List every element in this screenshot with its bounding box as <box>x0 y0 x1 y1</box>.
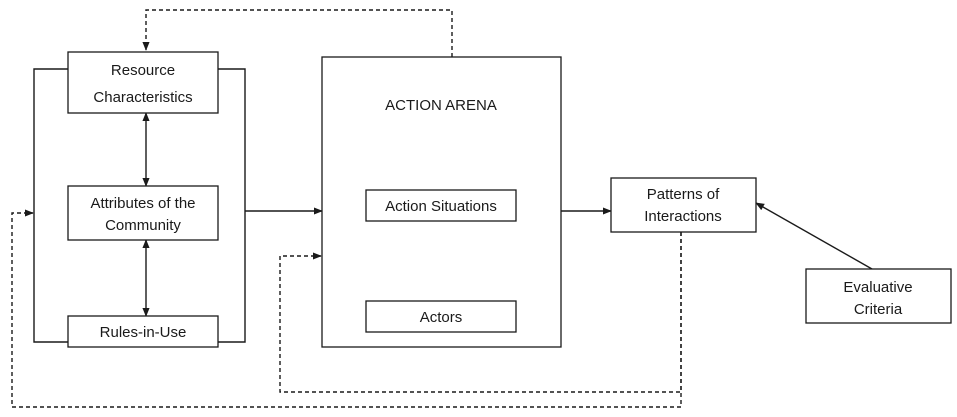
actors-label: Actors <box>420 309 463 326</box>
patterns-interactions-box <box>610 177 757 233</box>
rules-in-use-node: Rules-in-Use <box>67 315 219 348</box>
bracket-right <box>218 68 246 343</box>
feedback-patterns-to-arena <box>279 232 682 393</box>
resource-characteristics-box <box>67 51 219 114</box>
action-arena-node: ACTION ARENA Action Situations Actors <box>321 56 562 348</box>
bracket-left <box>33 68 68 343</box>
arrow-criteria-to-patterns <box>755 202 873 270</box>
attributes-community-label-line1: Attributes of the <box>90 195 195 212</box>
evaluative-criteria-node: Evaluative Criteria <box>805 268 952 324</box>
action-situations-label: Action Situations <box>385 198 497 215</box>
action-situations-box <box>365 189 517 222</box>
evaluative-criteria-label-line2: Criteria <box>854 301 903 318</box>
rules-in-use-box <box>67 315 219 348</box>
rules-in-use-label: Rules-in-Use <box>100 324 187 341</box>
attributes-community-node: Attributes of the Community <box>67 185 219 241</box>
attributes-community-box <box>67 185 219 241</box>
exogenous-variables-bracket <box>33 68 246 343</box>
resource-characteristics-node: Resource Characteristics <box>67 51 219 114</box>
attributes-community-label-line2: Community <box>105 217 181 234</box>
resource-characteristics-label-line1: Resource <box>111 62 175 79</box>
feedback-arena-to-resource <box>142 9 453 57</box>
feedback-patterns-to-left <box>11 209 682 408</box>
patterns-interactions-node: Patterns of Interactions <box>610 177 757 233</box>
actors-box <box>365 300 517 333</box>
evaluative-criteria-box <box>805 268 952 324</box>
patterns-interactions-label-line1: Patterns of <box>647 186 720 203</box>
action-arena-box <box>321 56 562 348</box>
action-arena-title: ACTION ARENA <box>385 97 497 114</box>
patterns-interactions-label-line2: Interactions <box>644 208 722 225</box>
evaluative-criteria-label-line1: Evaluative <box>843 279 912 296</box>
resource-characteristics-label-line2: Characteristics <box>93 89 192 106</box>
